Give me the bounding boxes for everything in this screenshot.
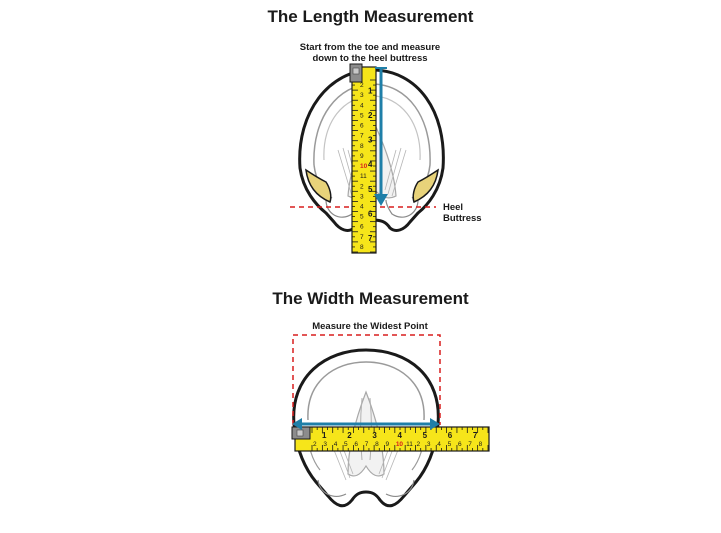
width-instruction: Measure the Widest Point	[312, 321, 428, 332]
width-tape-digit: 7	[365, 441, 369, 448]
length-tape-digit: 8	[360, 143, 364, 150]
length-tape-digit: 11	[360, 173, 367, 180]
width-tape-digit: 10	[396, 441, 404, 448]
width-tape-inch-label: 6	[448, 431, 453, 440]
length-tape-digit: 2	[360, 183, 364, 190]
width-tape-digit: 4	[437, 441, 441, 448]
width-tape-inch-label: 7	[473, 431, 478, 440]
heel-label-line2: Buttress	[443, 213, 482, 224]
length-instruction-line2: down to the heel buttress	[312, 53, 428, 64]
length-arrow	[374, 67, 388, 206]
width-tape-digit: 11	[406, 441, 413, 448]
width-tape-digit: 8	[375, 441, 379, 448]
length-tape-digit: 3	[360, 193, 364, 200]
length-tape-digit: 8	[360, 244, 364, 251]
width-tape-inch-label: 3	[372, 431, 377, 440]
length-tape-inch-label: 2	[368, 111, 373, 120]
width-tape-inch-label: 4	[397, 431, 402, 440]
length-tape-digit: 10	[360, 163, 368, 170]
length-tape-digit: 3	[360, 92, 364, 99]
right-heel-buttress	[412, 168, 439, 204]
width-title: The Width Measurement	[272, 289, 469, 308]
widest-point-bracket	[292, 334, 441, 425]
width-tape-digit: 8	[479, 441, 483, 448]
width-tape-digit: 7	[468, 441, 472, 448]
width-tape-digit: 6	[354, 441, 358, 448]
length-tape-digit: 4	[360, 203, 364, 210]
length-title: The Length Measurement	[267, 7, 474, 26]
length-tape-digit: 2	[360, 82, 364, 89]
left-heel-buttress	[305, 168, 332, 204]
width-tape-digit: 3	[323, 441, 327, 448]
length-tape-inch-label: 3	[368, 136, 373, 145]
length-tape-inch-label: 4	[368, 160, 373, 169]
width-tape-digit: 2	[417, 441, 421, 448]
width-tape-digit: 4	[334, 441, 338, 448]
length-instruction: Start from the toe and measure down to t…	[280, 42, 460, 64]
length-tape-inch-label: 1	[368, 87, 373, 96]
length-tape-digit: 4	[360, 102, 364, 109]
width-tape-digit: 5	[344, 441, 348, 448]
width-tape-digit: 9	[385, 441, 389, 448]
length-tape-inch-label: 6	[368, 209, 373, 218]
width-tape-digit: 2	[313, 441, 317, 448]
width-tape-inch-label: 5	[423, 431, 428, 440]
width-arrow	[292, 418, 440, 430]
length-tape-digit: 7	[360, 234, 364, 241]
width-tape-inch-label: 1	[322, 431, 327, 440]
width-tape-digit: 5	[448, 441, 452, 448]
width-tape-digit: 6	[458, 441, 462, 448]
heel-label-line1: Heel	[443, 202, 464, 213]
length-tape-digit: 6	[360, 224, 364, 231]
width-tape-digit: 3	[427, 441, 431, 448]
length-tape-digit: 5	[360, 214, 364, 221]
length-tape-inch-label: 7	[368, 234, 373, 243]
length-tape-inch-label: 5	[368, 185, 373, 194]
length-tape-digit: 5	[360, 112, 364, 119]
length-tape-digit: 7	[360, 133, 364, 140]
length-tape-digit: 6	[360, 123, 364, 130]
width-tape-inch-label: 2	[347, 431, 352, 440]
heel-buttress-label: Heel Buttress	[443, 202, 482, 224]
length-instruction-line1: Start from the toe and measure	[299, 42, 441, 53]
length-tape-digit: 9	[360, 153, 364, 160]
